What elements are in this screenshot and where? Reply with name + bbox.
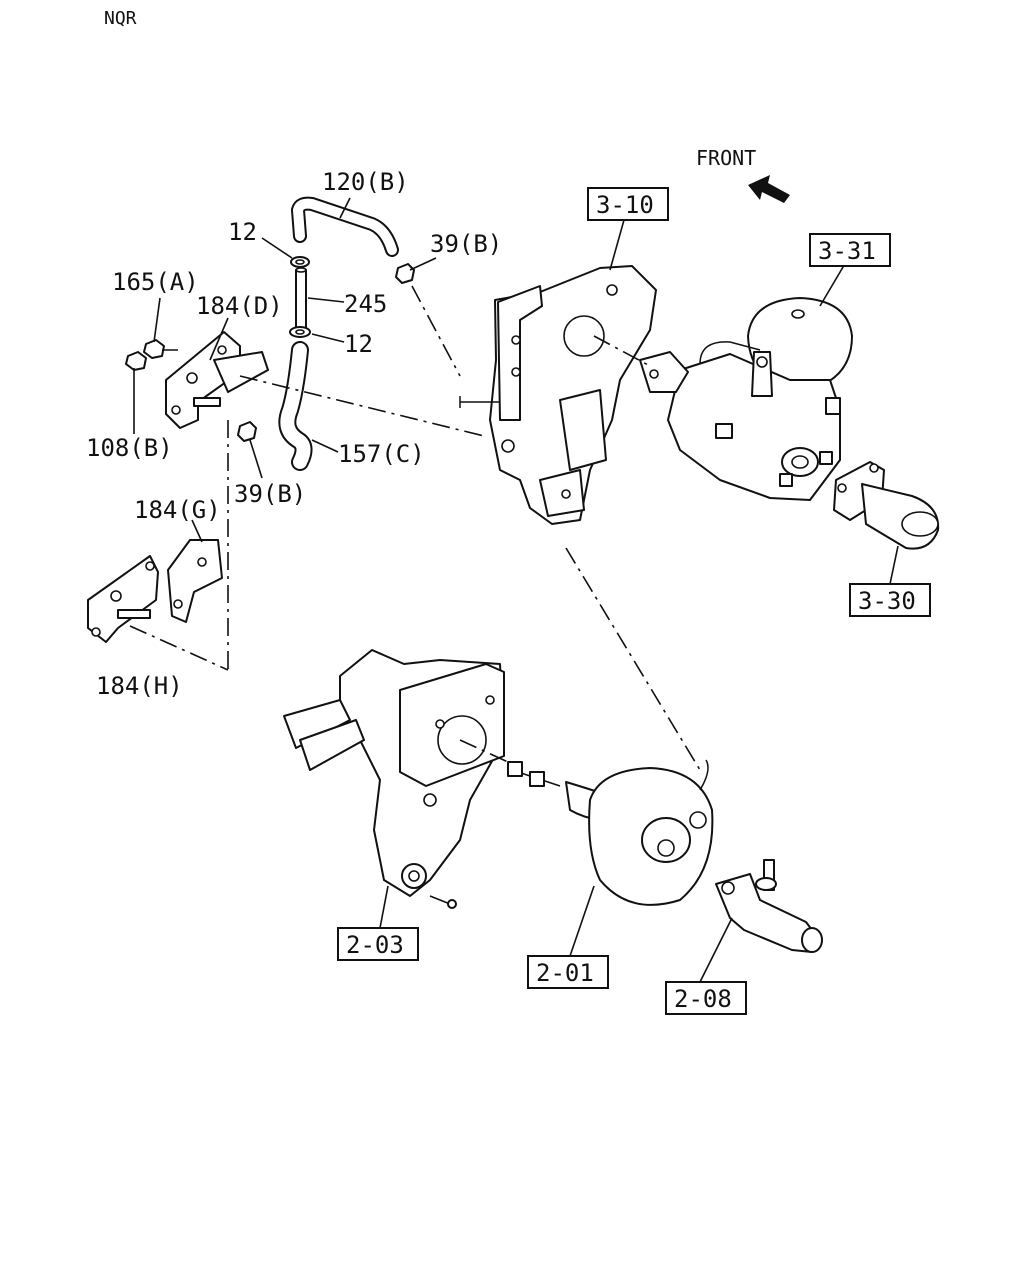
- ref-2-03-text: 2-03: [346, 931, 404, 959]
- label-184d: 184(D): [196, 292, 283, 320]
- hose-120b[interactable]: [290, 196, 399, 257]
- label-157c: 157(C): [338, 440, 425, 468]
- ref-3-30-text: 3-30: [858, 587, 916, 615]
- label-39b-low: 39(B): [234, 480, 306, 508]
- nut-39b-top[interactable]: [395, 263, 415, 284]
- bolt-165a[interactable]: [143, 339, 178, 359]
- ref-2-01-text: 2-01: [536, 959, 594, 987]
- ref-box-2-03[interactable]: 2-03: [337, 927, 419, 961]
- front-label: FRONT: [696, 146, 756, 170]
- pedal-assembly-2-03[interactable]: [283, 649, 505, 909]
- ref-box-3-10[interactable]: 3-10: [587, 187, 669, 221]
- ref-box-2-01[interactable]: 2-01: [527, 955, 609, 989]
- label-39b-top: 39(B): [430, 230, 502, 258]
- connector-line: [593, 335, 651, 367]
- pedal-bracket-3-10[interactable]: [459, 265, 657, 525]
- label-184h: 184(H): [96, 672, 183, 700]
- nut-39b-low[interactable]: [237, 421, 257, 442]
- hydraulic-unit-3-31[interactable]: [639, 297, 853, 501]
- label-108b: 108(B): [86, 434, 173, 462]
- model-code: NQR: [104, 8, 137, 29]
- connector-line: [239, 375, 485, 437]
- pipe-245[interactable]: [295, 267, 307, 329]
- label-120b: 120(B): [322, 168, 409, 196]
- label-184g: 184(G): [134, 496, 221, 524]
- front-arrow-icon: [748, 175, 790, 203]
- clamp-12-top[interactable]: [290, 256, 310, 268]
- hose-157c[interactable]: [278, 341, 313, 471]
- bracket-184g[interactable]: [167, 539, 223, 623]
- label-12-mid: 12: [344, 330, 373, 358]
- label-165a: 165(A): [112, 268, 199, 296]
- connector-line: [411, 285, 461, 377]
- connector-line: [459, 739, 509, 763]
- label-12-top: 12: [228, 218, 257, 246]
- ref-3-31-text: 3-31: [818, 237, 876, 265]
- clamp-12-mid[interactable]: [289, 326, 311, 338]
- ref-box-3-30[interactable]: 3-30: [849, 583, 931, 617]
- ref-2-08-text: 2-08: [674, 985, 732, 1013]
- master-cylinder-2-08[interactable]: [715, 859, 823, 953]
- connector-line: [129, 625, 229, 671]
- ref-box-2-08[interactable]: 2-08: [665, 981, 747, 1015]
- bracket-184d[interactable]: [165, 331, 269, 429]
- label-245: 245: [344, 290, 387, 318]
- connector-line: [565, 547, 701, 771]
- bracket-184h[interactable]: [87, 555, 159, 643]
- bolt-108b[interactable]: [125, 351, 147, 371]
- brake-booster-2-01[interactable]: [507, 759, 714, 906]
- fitting-3-30[interactable]: [833, 461, 940, 550]
- ref-box-3-31[interactable]: 3-31: [809, 233, 891, 267]
- ref-3-10-text: 3-10: [596, 191, 654, 219]
